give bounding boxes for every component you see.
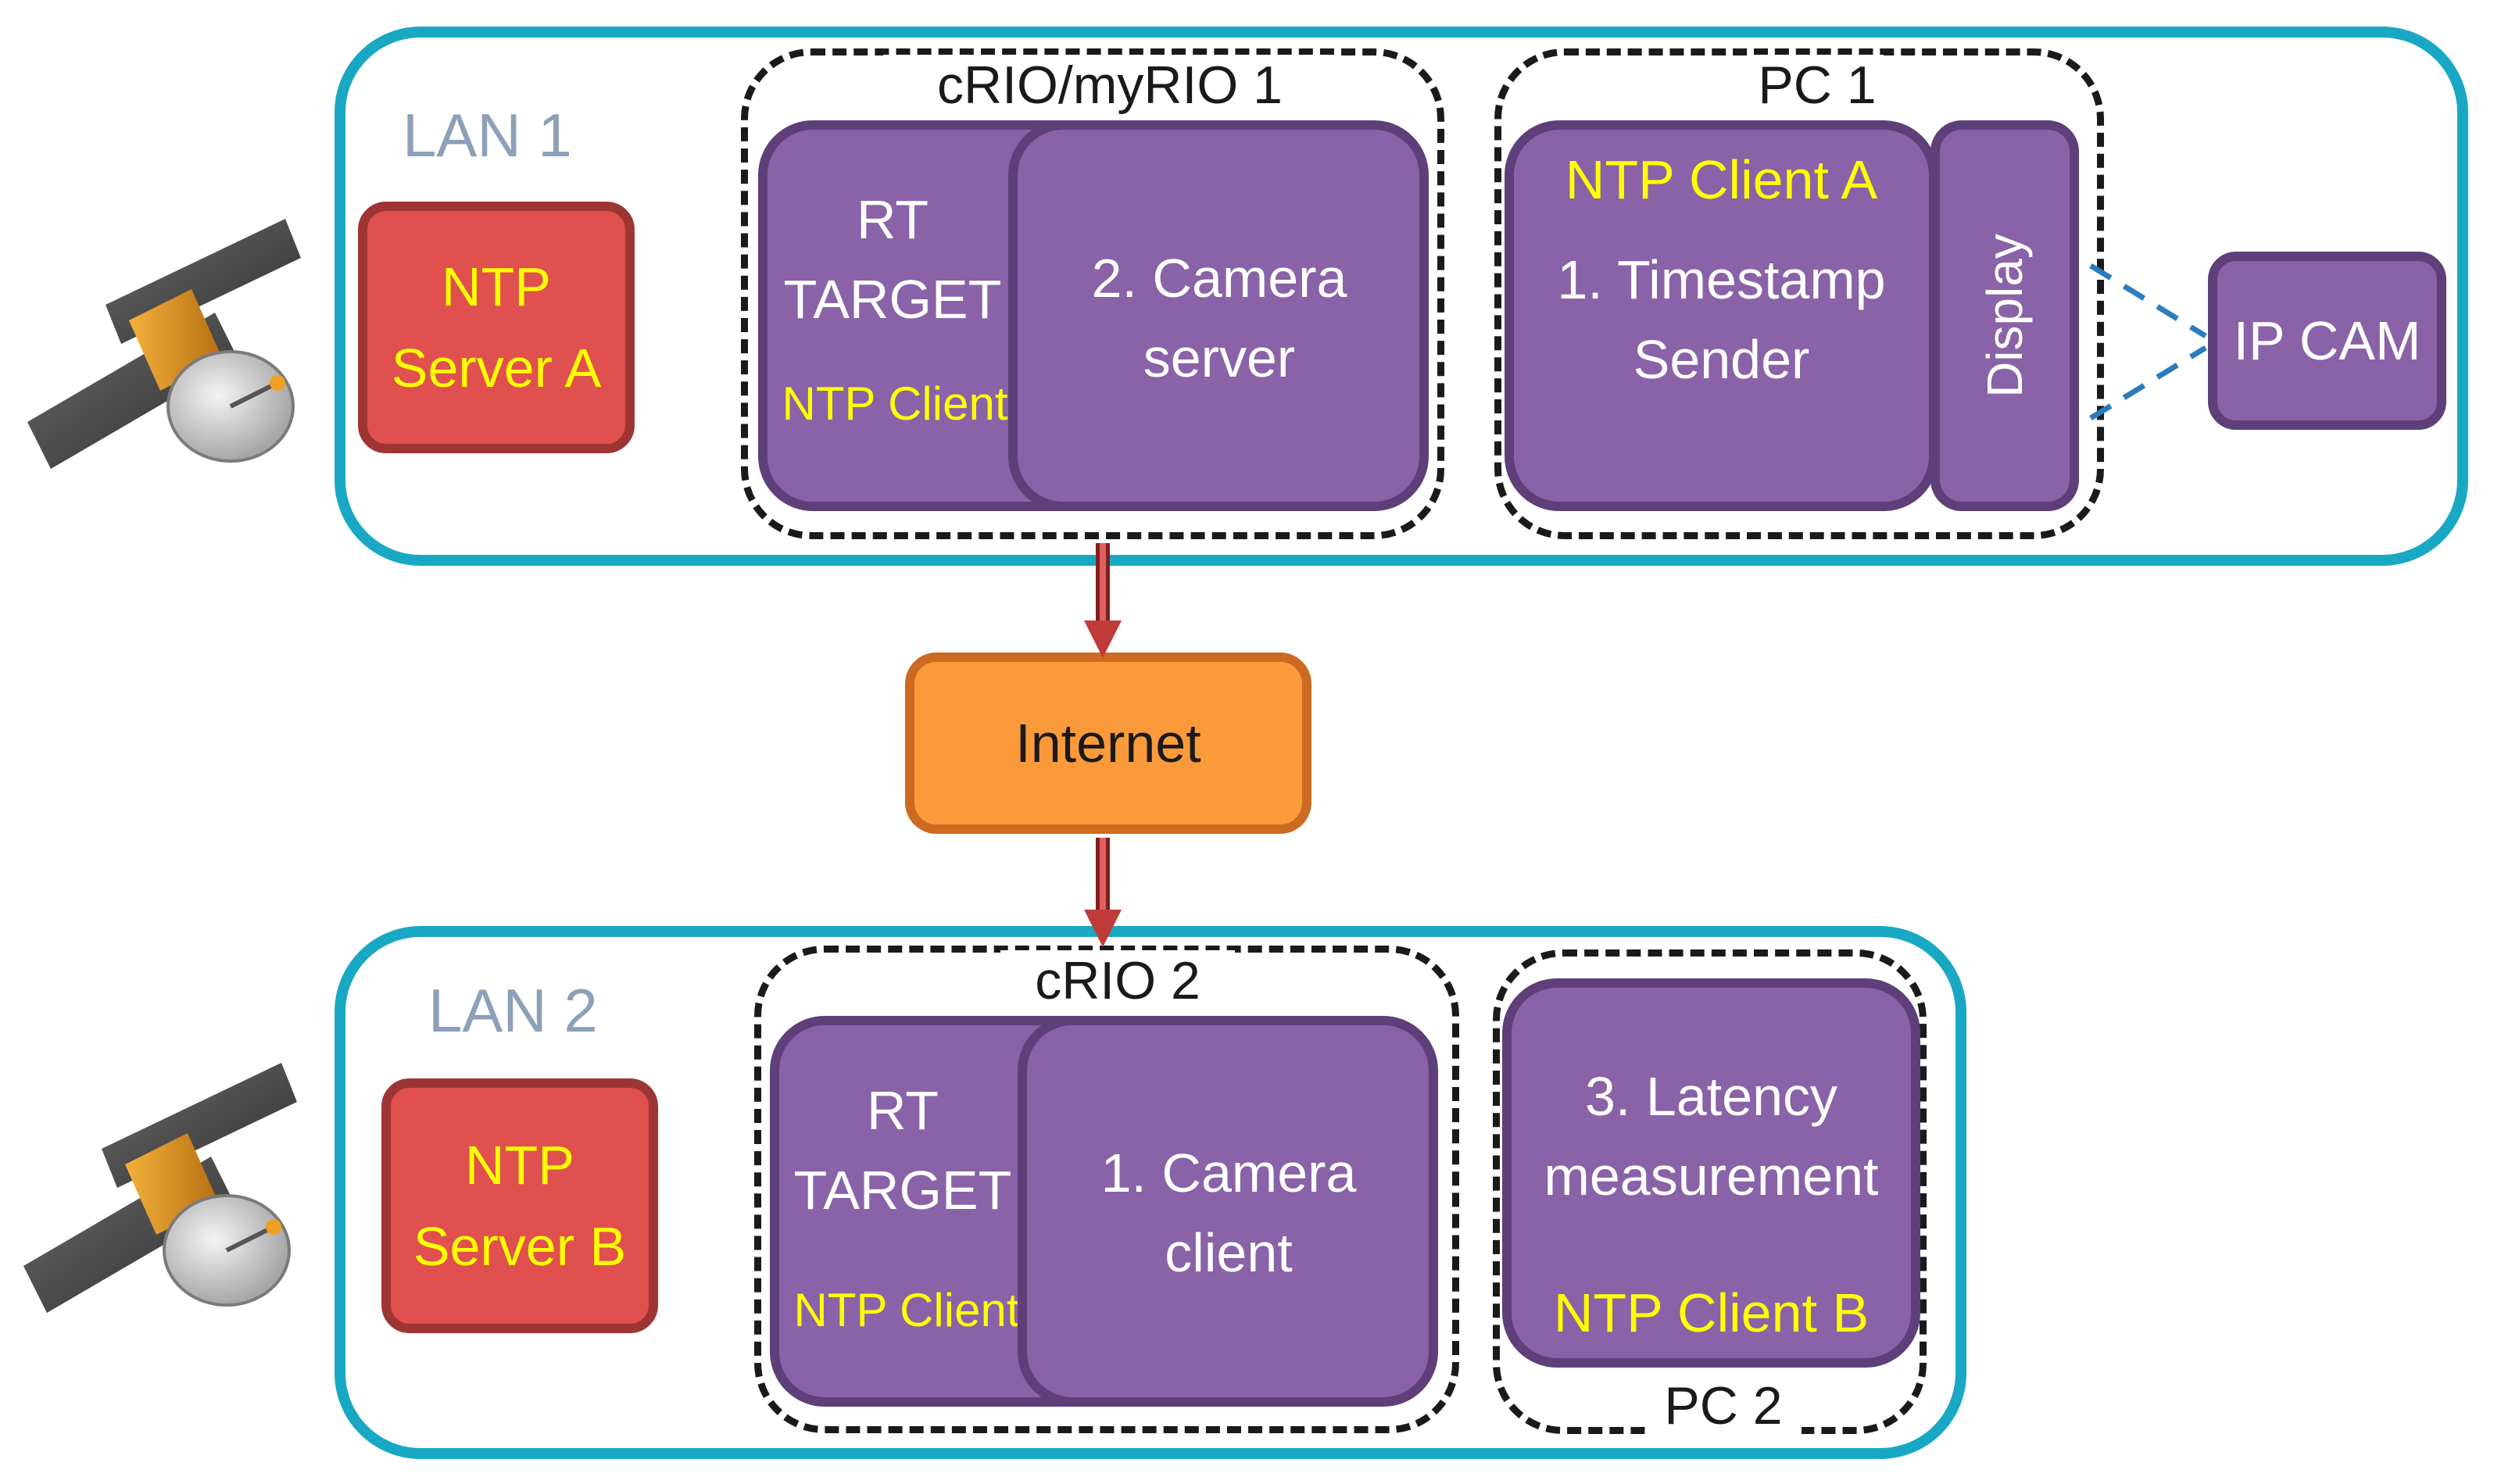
display-to-ipcam-link [2089, 263, 2207, 420]
ntp-client-b-label: NTP Client B [1553, 1282, 1870, 1343]
ntp-server-b: NTP Server B [381, 1078, 658, 1333]
camera-client-label: 1. Camera client [1100, 1143, 1357, 1283]
internet-label: Internet [1015, 713, 1201, 774]
ntp-server-b-label: NTP Server B [413, 1135, 627, 1277]
timestamp-sender-label: 1. Timestamp Sender [1557, 249, 1886, 390]
display-module: Display [1930, 120, 2079, 511]
internet-node: Internet [905, 653, 1311, 834]
ntp-client-a-label: NTP Client A [1565, 149, 1878, 210]
crio-myrio-1-title: cRIO/myRIO 1 [883, 55, 1336, 116]
ip-cam-label: IP CAM [2233, 310, 2421, 371]
latency-measurement-label: 3. Latency measurement [1544, 1066, 1879, 1207]
rt-target-1-label: RT TARGET [783, 189, 1002, 330]
rt-target-2-label: RT TARGET [793, 1080, 1012, 1221]
ntp-server-a: NTP Server A [358, 202, 635, 453]
ntp-server-a-label: NTP Server A [391, 256, 602, 399]
pc-1-title: PC 1 [1751, 55, 1884, 116]
camera-server-module [1008, 120, 1429, 511]
crio-2-title: cRIO 2 [1000, 950, 1235, 1011]
ntp-client-1-label: NTP Client [782, 377, 1008, 430]
timestamp-sender-module [1505, 120, 1938, 511]
pc-1-group [1494, 48, 2104, 539]
latency-measurement-module [1502, 978, 1920, 1368]
pc-2-title: PC 2 [1645, 1375, 1802, 1436]
ip-cam: IP CAM [2208, 252, 2446, 430]
lan-2-label: LAN 2 [428, 976, 598, 1045]
lan-1-label: LAN 1 [403, 101, 572, 170]
camera-server-label: 2. Camera server [1091, 248, 1347, 388]
crio-myrio-1-group [741, 48, 1444, 539]
crio-2-group [754, 946, 1459, 1433]
camera-client-module [1018, 1016, 1438, 1407]
satellite-icon [23, 1063, 297, 1313]
satellite-icon [27, 219, 301, 469]
ntp-client-2-label: NTP Client [793, 1284, 1020, 1336]
